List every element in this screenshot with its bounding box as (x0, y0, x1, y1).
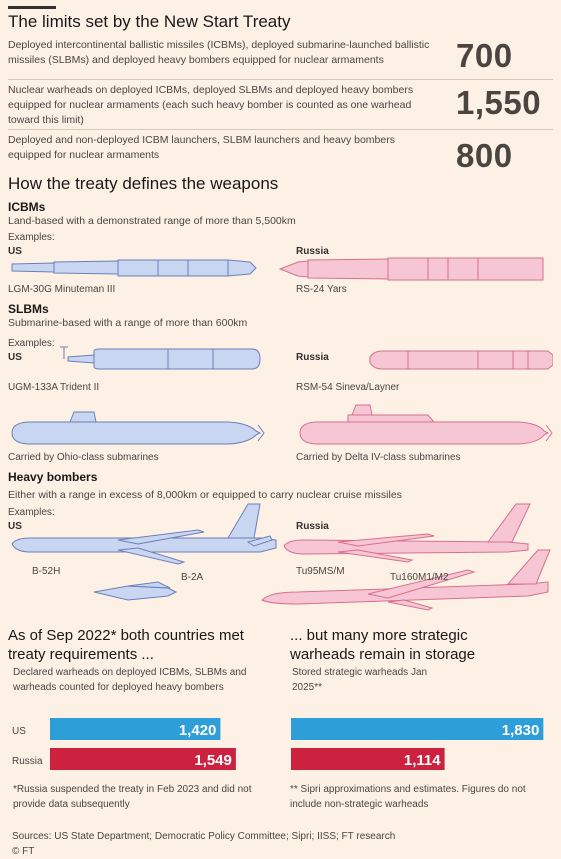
page-title: The limits set by the New Start Treaty (8, 12, 291, 31)
delta-label: Carried by Delta IV-class submarines (296, 452, 461, 463)
limit-text: Deployed intercontinental ballistic miss… (8, 39, 430, 66)
limit-text: Deployed and non-deployed ICBM launchers… (8, 134, 395, 161)
bombers-title: Heavy bombers (8, 470, 98, 484)
examples-label: Examples: (8, 232, 55, 243)
bar-chart-group: US Russia 1,420 1,549 1,830 1,114 (12, 718, 544, 770)
rs24-yars-missile-icon (278, 257, 544, 281)
bar-value-label: 1,830 (502, 722, 540, 739)
examples-label: Examples: (8, 338, 55, 349)
us-label: US (8, 246, 22, 257)
divider (8, 129, 553, 130)
bar-us (50, 718, 221, 740)
limit-value: 700 (456, 37, 513, 74)
icbm-desc: Land-based with a demonstrated range of … (8, 215, 296, 227)
chart-left-note: *Russia suspended the treaty in Feb 2023… (13, 784, 252, 810)
icbm-illustrations (11, 257, 544, 281)
chart-right-subtitle: Stored strategic warheads Jan 2025** (292, 667, 428, 693)
russia-label: Russia (296, 521, 329, 532)
limit-text: Nuclear warheads on deployed ICBMs, depl… (8, 84, 414, 126)
submarine-illustrations (11, 404, 553, 445)
b2-bomber-icon (93, 581, 178, 601)
chart-right-note: ** Sipri approximations and estimates. F… (290, 784, 526, 810)
limit-value: 800 (456, 137, 513, 174)
slbm-desc: Submarine-based with a range of more tha… (8, 317, 248, 329)
ft-credit: © FT (12, 846, 35, 857)
bar-russia (291, 748, 445, 770)
russia-label: Russia (296, 352, 329, 363)
yars-label: RS-24 Yars (296, 284, 347, 295)
tu160-bomber-icon (261, 549, 551, 611)
divider (8, 79, 553, 80)
tu95-label: Tu95MS/M (296, 566, 345, 577)
trident-missile-icon (60, 346, 261, 370)
slbm-illustrations (60, 346, 553, 370)
us-label: US (8, 521, 22, 532)
minuteman-label: LGM-30G Minuteman III (8, 284, 116, 295)
russia-label: Russia (296, 246, 329, 257)
delta-submarine-icon (299, 404, 553, 445)
tu95-bomber-icon (283, 503, 531, 563)
bar-russia (50, 748, 236, 770)
icbm-title: ICBMs (8, 200, 46, 214)
warhead-bar-charts: US Russia 1,420 1,549 1,830 1,114 (12, 718, 544, 770)
trident-label: UGM-133A Trident II (8, 382, 100, 393)
slbm-title: SLBMs (8, 302, 49, 316)
us-label: US (8, 352, 22, 363)
limit-row: Deployed intercontinental ballistic miss… (8, 37, 553, 80)
sources-note: Sources: US State Department; Democratic… (12, 831, 396, 842)
bar-us (291, 718, 544, 740)
chart-left-title: As of Sep 2022* both countries met treat… (8, 627, 244, 663)
category-label: US (12, 726, 26, 737)
b2-label: B-2A (181, 572, 204, 583)
limit-row: Deployed and non-deployed ICBM launchers… (8, 133, 553, 174)
ohio-label: Carried by Ohio-class submarines (8, 452, 159, 463)
bar-value-label: 1,549 (194, 752, 232, 769)
limit-value: 1,550 (456, 84, 542, 121)
ohio-submarine-icon (11, 411, 265, 445)
b52-bomber-icon (11, 503, 277, 565)
bar-value-label: 1,114 (404, 752, 441, 769)
weapons-heading: How the treaty defines the weapons (8, 174, 279, 193)
examples-label: Examples: (8, 507, 55, 518)
bomber-illustrations (11, 503, 551, 611)
sineva-missile-icon (369, 350, 553, 370)
category-label: Russia (12, 756, 43, 767)
top-rule (8, 6, 56, 9)
sineva-label: RSM-54 Sineva/Layner (296, 382, 400, 393)
tu160-label: Tu160M1/M2 (390, 572, 449, 583)
chart-left-subtitle: Declared warheads on deployed ICBMs, SLB… (13, 667, 247, 693)
limit-row: Nuclear warheads on deployed ICBMs, depl… (8, 83, 553, 127)
chart-right-title: ... but many more strategic warheads rem… (290, 627, 476, 663)
bombers-desc: Either with a range in excess of 8,000km… (8, 489, 402, 501)
b52-label: B-52H (32, 566, 61, 577)
minuteman-missile-icon (11, 259, 257, 277)
bar-value-label: 1,420 (179, 722, 217, 739)
